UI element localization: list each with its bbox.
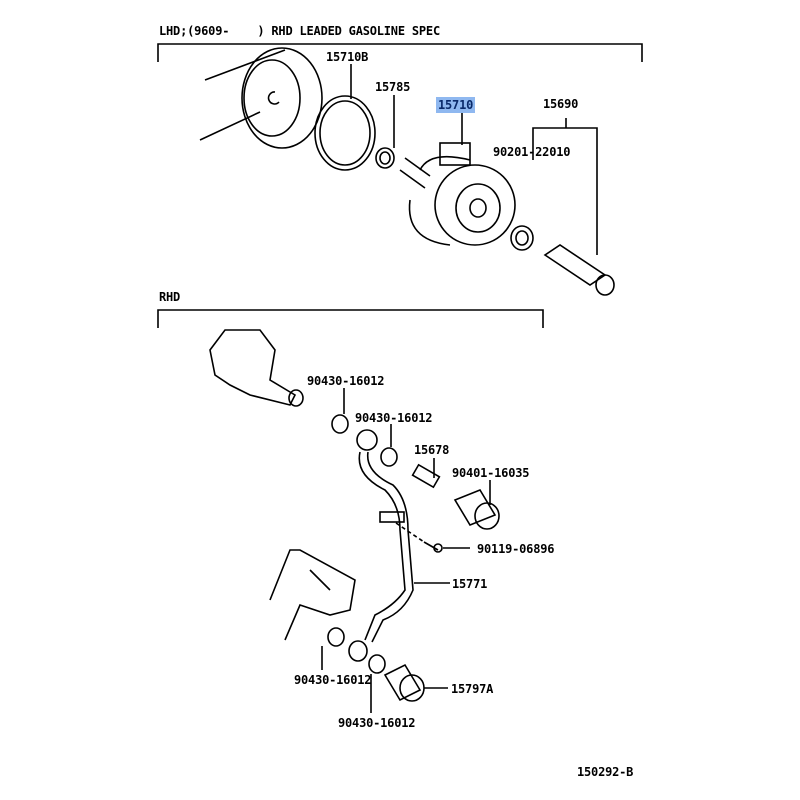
union-bolt-15797a (383, 663, 448, 702)
part-label[interactable]: 15678 (414, 443, 450, 457)
gasket-15785 (375, 95, 395, 169)
gasket-rings-bottom (321, 388, 398, 713)
part-label[interactable]: 90430-16012 (355, 411, 433, 425)
part-label[interactable]: 15785 (375, 80, 411, 94)
part-label[interactable]: 90119-06896 (477, 542, 555, 556)
engine-block-drawing (269, 549, 356, 641)
pump-housing-drawing (199, 47, 323, 149)
part-label[interactable]: 15710B (326, 50, 369, 64)
bolt-90119 (395, 522, 470, 553)
part-label[interactable]: 90401-16035 (452, 466, 530, 480)
bottom-section-bracket (157, 309, 544, 328)
part-label[interactable]: 90430-16012 (294, 673, 372, 687)
part-label[interactable]: 90430-16012 (307, 374, 385, 388)
switch-15678 (411, 458, 441, 489)
part-label[interactable]: 15797A (451, 682, 494, 696)
part-label[interactable]: 15690 (543, 97, 579, 111)
union-bolt-90401 (453, 480, 500, 530)
union-leader-bracket (532, 118, 598, 255)
top-section-bracket (157, 43, 643, 62)
part-label[interactable]: 90430-16012 (338, 716, 416, 730)
union-bolt-drawing (543, 244, 615, 296)
o-ring-15710b (314, 64, 376, 171)
union-gasket (510, 225, 534, 251)
figure-id: 150292-B (577, 765, 634, 779)
section-title-top: LHD;(9609- ) RHD LEADED GASOLINE SPEC (159, 24, 440, 38)
part-label-highlighted[interactable]: 15710 (436, 97, 476, 113)
part-label[interactable]: 90201-22010 (493, 145, 571, 159)
engine-bracket-drawing (209, 329, 297, 406)
pipe-15771 (348, 429, 450, 662)
section-title-bottom: RHD (159, 290, 181, 304)
part-label[interactable]: 15771 (452, 577, 488, 591)
oil-cooler-15710 (399, 112, 516, 246)
